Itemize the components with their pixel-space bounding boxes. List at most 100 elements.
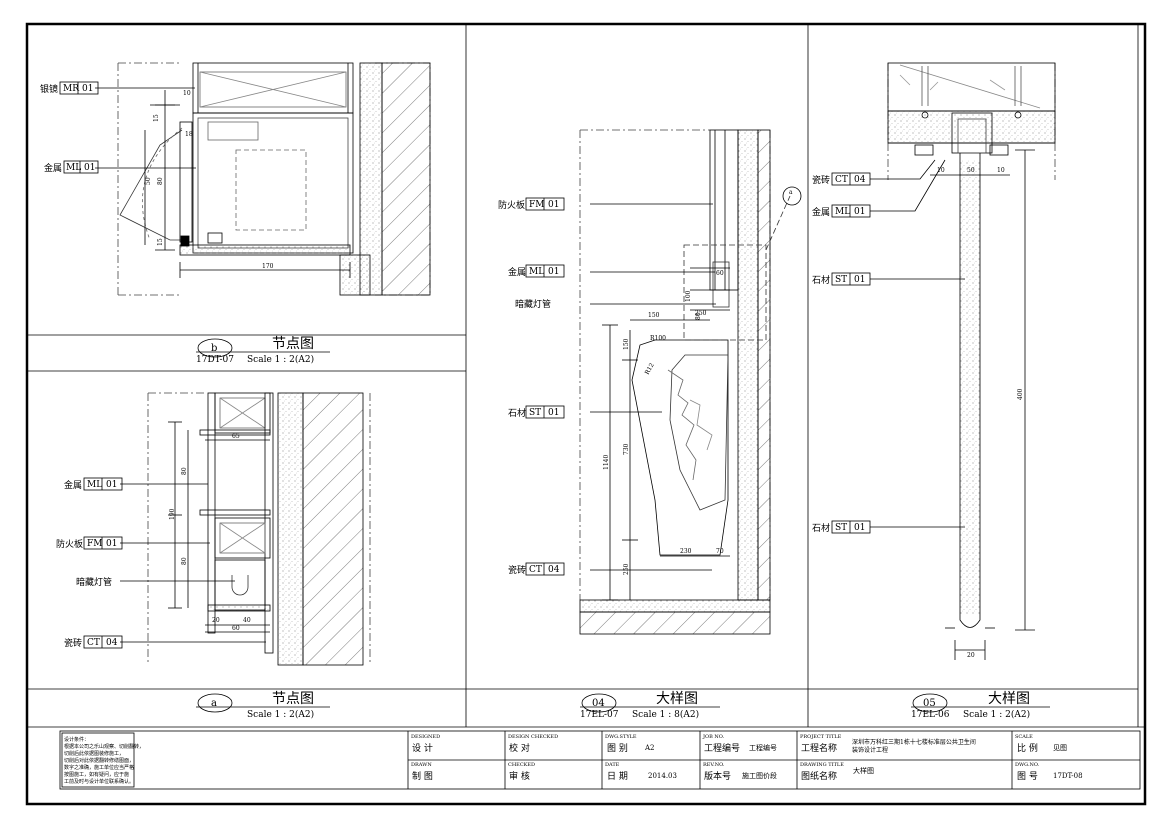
tag-metal-b: 金属 ML 01 — [44, 160, 99, 174]
tag-metal-05: 金属 ML 01 — [812, 204, 871, 218]
detail-05-texts: 10 50 10 400 20 — [937, 167, 1024, 659]
detail-a-title: a 节点图 Scale 1 : 2(A2) — [196, 691, 330, 720]
note-line-0: 设计条件： — [64, 736, 89, 743]
callout-a-letter: a — [789, 189, 793, 196]
dtitle-value: 大样图 — [853, 766, 874, 775]
tag-fireboard-04-label: 防火板 — [498, 199, 525, 211]
detail-05-scale: Scale 1 : 2(A2) — [963, 709, 1030, 720]
tag-metal-a: 金属 ML 01 — [64, 477, 123, 491]
detail-04-texts: 150 250 60 100 80 R100 R12 150 730 1140 … — [603, 270, 724, 575]
dim-d4-r12: R12 — [644, 362, 656, 376]
detail-b-title: b 17DT-07 节点图 Scale 1 : 2(A2) — [196, 336, 330, 365]
detail-04-drawing — [579, 129, 802, 635]
tag-tile-05-num: 04 — [854, 175, 866, 185]
tag-tile-04-label: 瓷砖 — [508, 564, 526, 576]
tag-tile-a-label: 瓷砖 — [64, 637, 82, 649]
tag-metal-04-code: ML — [529, 267, 544, 277]
dim-d4-250: 250 — [695, 310, 707, 317]
tag-metal-04-label: 金属 — [508, 266, 526, 278]
detail-b-heading: 节点图 — [272, 336, 314, 352]
job-key: 工程编号 — [704, 742, 740, 754]
panel-frames — [27, 24, 1145, 728]
scale-key: 比 例 — [1017, 742, 1038, 754]
tag-metal-a-label: 金属 — [64, 479, 82, 491]
scale-label: SCALE — [1015, 734, 1033, 740]
dim-a-65: 65 — [232, 433, 240, 440]
tag-mirror-label: 银镜 — [40, 83, 58, 95]
project-value-1: 深圳市万科红三期1栋十七楼标准层公共卫生间 — [852, 738, 976, 746]
project-value-2: 装饰设计工程 — [852, 746, 888, 754]
dim-a-80: 80 — [181, 467, 188, 475]
tag-tile-05-label: 瓷砖 — [812, 174, 830, 186]
detail-b-ref: 17DT-07 — [196, 355, 234, 365]
tag-mirror-num: 01 — [82, 84, 93, 94]
dwgno-label: DWG.NO. — [1015, 762, 1040, 768]
dim-d4-r100: R100 — [650, 335, 666, 342]
scale-value: 见图 — [1053, 744, 1067, 752]
tag-fireboard-a-num: 01 — [106, 539, 117, 549]
dim-b-15b: 15 — [157, 238, 164, 246]
tag-stone-05b: 石材 ST 01 — [812, 520, 871, 534]
designed-label: DESIGNED — [411, 734, 440, 740]
tag-hidden-lamp-04-label: 暗藏灯管 — [515, 298, 551, 310]
note-line-2: 切削后此依据图装修施工， — [64, 750, 124, 757]
date-key: 日 期 — [607, 771, 628, 782]
dim-a-80b: 80 — [181, 557, 188, 565]
tag-hidden-lamp-04: 暗藏灯管 — [515, 298, 551, 310]
detail-04-heading: 大样图 — [656, 691, 698, 707]
dim-d4-80: 80 — [695, 312, 702, 320]
tag-stone-05a-code: ST — [835, 275, 847, 285]
dim-d4-230: 230 — [680, 548, 692, 555]
detail-05-heading: 大样图 — [988, 691, 1030, 707]
title-block — [59, 730, 1141, 790]
tag-tile-a: 瓷砖 CT 04 — [64, 635, 123, 649]
tag-mirror-code: MR — [63, 84, 79, 94]
detail-04-bubble: 04 — [592, 698, 605, 709]
dim-d5-10b: 10 — [997, 167, 1005, 174]
style-key: 图 别 — [607, 743, 628, 754]
style-label: DWG.STYLE — [605, 734, 637, 740]
dim-a-190: 190 — [169, 508, 176, 520]
dtitle-label: DRAWING TITLE — [800, 762, 844, 768]
dim-b-170: 170 — [262, 263, 274, 270]
tag-metal-04-num: 01 — [548, 267, 559, 277]
callout-a-bubble: a — [789, 189, 793, 196]
detail-b-scale: Scale 1 : 2(A2) — [247, 354, 314, 365]
tag-fireboard-a-label: 防火板 — [56, 538, 83, 550]
title-block-fields: DESIGNED 设 计 DRAWN 制 图 DESIGN CHECKED 校 … — [411, 734, 1083, 782]
dim-d4-70: 70 — [716, 548, 724, 555]
tag-stone-05a-num: 01 — [854, 275, 865, 285]
dim-d4-150b: 150 — [623, 338, 630, 350]
dim-d4-100: 100 — [685, 290, 692, 302]
dim-d4-150: 150 — [648, 312, 660, 319]
check-label: DESIGN CHECKED — [508, 734, 558, 740]
job-label: JOB NO. — [702, 734, 725, 740]
tag-stone-04-num: 01 — [548, 408, 559, 418]
note-line-4: 数字之准确，施工单位应当严格 — [64, 764, 134, 771]
dim-a-20: 20 — [212, 617, 220, 624]
drawn-label: DRAWN — [411, 762, 432, 768]
tag-fireboard-04-num: 01 — [548, 200, 559, 210]
tag-tile-04-num: 04 — [548, 565, 560, 575]
dim-d5-400: 400 — [1017, 388, 1024, 400]
tag-tile-05: 瓷砖 CT 04 — [812, 172, 871, 186]
tag-stone-04-code: ST — [529, 408, 541, 418]
dim-b-15: 15 — [153, 114, 160, 122]
detail-05-title: 05 17EL-06 大样图 Scale 1 : 2(A2) — [911, 691, 1050, 720]
rev-key: 版本号 — [704, 770, 731, 782]
rev-value: 施工图价段 — [742, 771, 777, 780]
detail-a-drawing — [120, 392, 371, 666]
dim-b-18: 18 — [185, 131, 193, 138]
detail-a-heading: 节点图 — [272, 691, 314, 707]
tag-stone-05b-code: ST — [835, 523, 847, 533]
sheet-border — [25, 22, 1147, 806]
designed-value: 设 计 — [412, 742, 433, 754]
detail-b-texts: 170 10 18 15 50 80 15 — [145, 90, 274, 270]
tag-fireboard-a-code: FM — [87, 539, 102, 549]
tag-stone-05a: 石材 ST 01 — [812, 272, 871, 286]
tag-stone-05a-label: 石材 — [812, 274, 830, 286]
tag-metal-b-code: ML — [66, 163, 81, 173]
tag-metal-a-code: ML — [87, 480, 102, 490]
checked-value: 审 核 — [509, 770, 530, 782]
detail-05-bubble: 05 — [923, 698, 936, 709]
